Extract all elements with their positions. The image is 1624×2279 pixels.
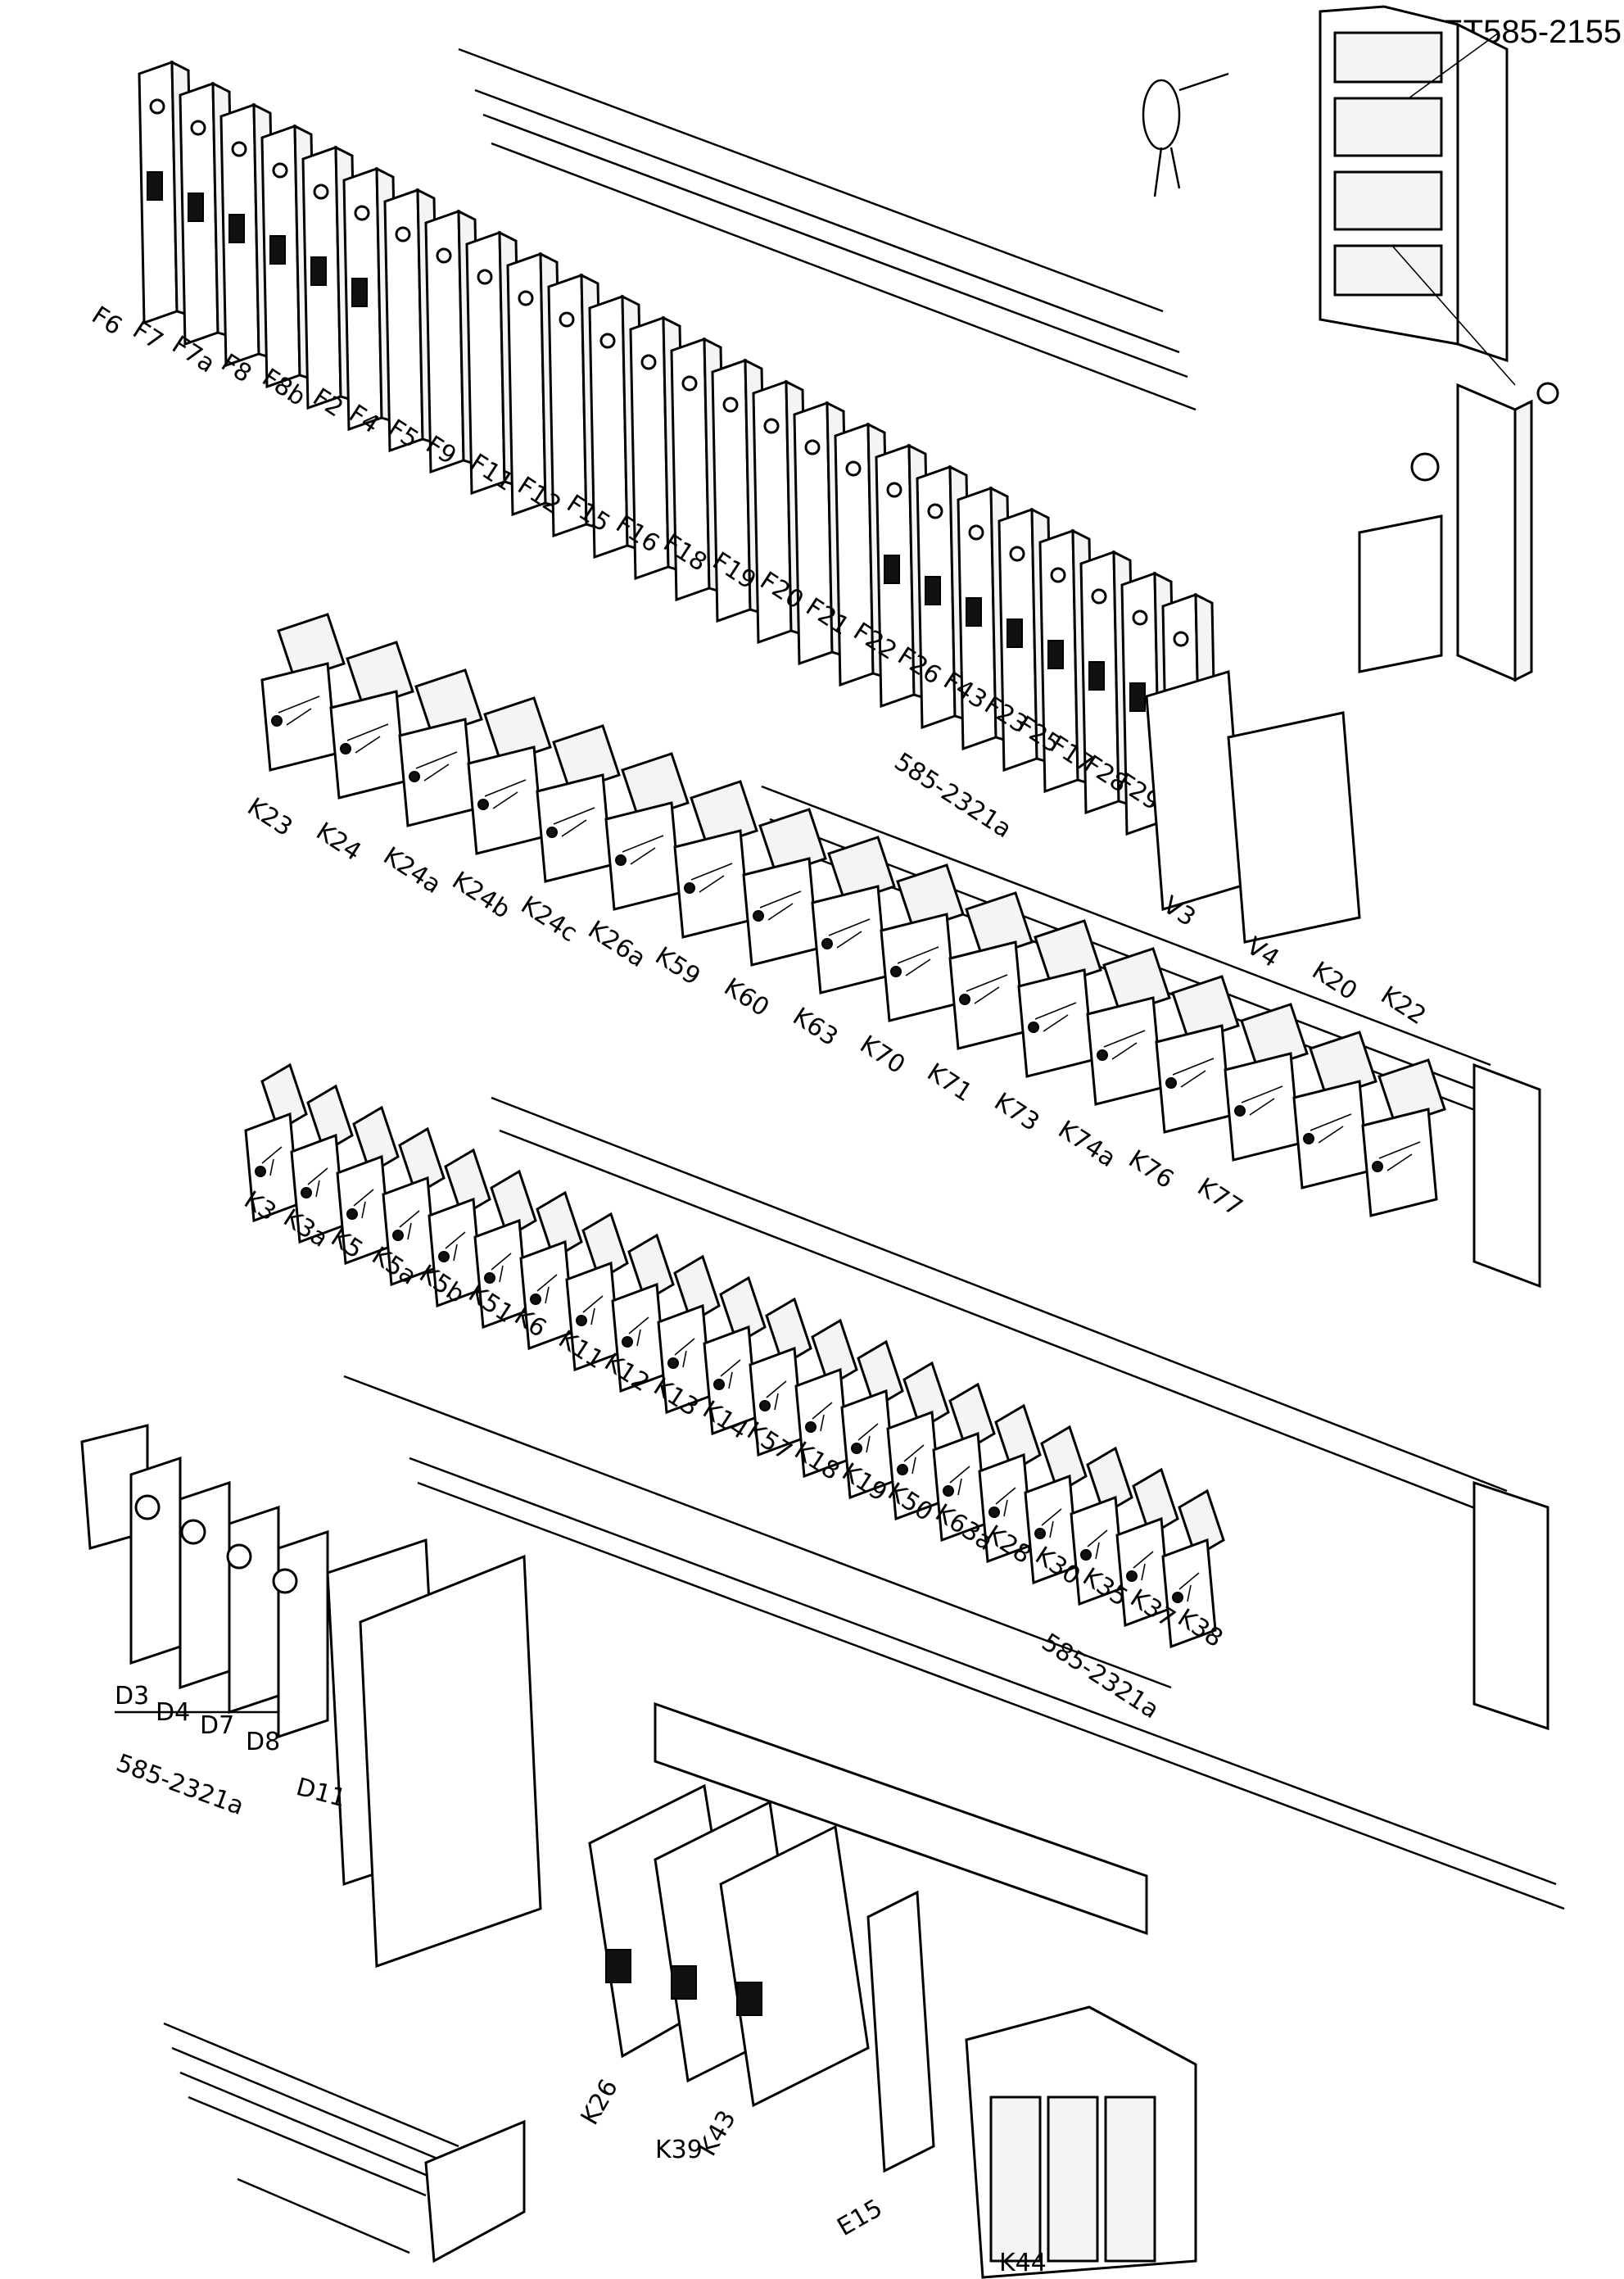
relay-row-2-part-number: 585-2321a <box>1037 1628 1165 1724</box>
relay-module <box>657 1254 721 1415</box>
relay-module <box>1086 947 1171 1106</box>
label-K26a: K26a <box>583 915 651 973</box>
relay-module <box>1155 975 1240 1134</box>
loose-rails <box>163 2022 526 2263</box>
channel-bracket <box>1358 382 1559 682</box>
contactors: K26 K39 K43 E15 K44 <box>576 1783 1197 2279</box>
relay-module <box>703 1275 767 1436</box>
relay-module <box>1070 1446 1133 1606</box>
label-K24c: K24c <box>516 890 582 948</box>
fuse-row <box>138 60 1219 858</box>
relay-module <box>1292 1031 1377 1189</box>
label-K26: K26 <box>576 2074 624 2130</box>
label-K73: K73 <box>989 1087 1045 1137</box>
label-F7a: F7a <box>167 330 220 378</box>
relay-module <box>611 1233 675 1393</box>
label-K70: K70 <box>855 1030 911 1080</box>
label-K39: K39 <box>655 2136 703 2164</box>
relay-module <box>519 1190 583 1351</box>
relay-module <box>244 1062 308 1223</box>
label-K77: K77 <box>1192 1172 1248 1222</box>
relay-module <box>1361 1058 1446 1217</box>
label-D7: D7 <box>200 1711 234 1740</box>
relay-row-2 <box>244 1062 1225 1649</box>
diode-modules: D3 D4 D7 D8 D11 585-2321a <box>80 1424 542 1969</box>
terminal-blocks: V3 V4 <box>1145 670 1361 973</box>
label-K60: K60 <box>719 972 775 1022</box>
label-K76: K76 <box>1124 1144 1179 1194</box>
label-K24b: K24b <box>447 866 516 924</box>
diode-part-number: 585-2321a <box>112 1749 247 1822</box>
relay-module <box>467 696 552 855</box>
key-ring-icon <box>1142 72 1229 197</box>
relay-module <box>673 780 758 939</box>
relay-module <box>329 641 414 800</box>
label-K23: K23 <box>242 792 298 842</box>
label-D8: D8 <box>246 1728 280 1756</box>
relay-module <box>290 1084 354 1244</box>
label-K44: K44 <box>999 2249 1047 2277</box>
label-K24a: K24a <box>378 841 446 899</box>
relay-module <box>398 668 483 827</box>
relay-module <box>1024 1425 1088 1585</box>
relay-module <box>336 1105 400 1266</box>
label-K74a: K74a <box>1053 1115 1121 1173</box>
relay-module <box>1161 1488 1225 1649</box>
label-K63: K63 <box>788 1002 844 1052</box>
label-E15: E15 <box>833 2194 888 2242</box>
relay-module <box>1224 1003 1309 1162</box>
label-K59: K59 <box>650 941 706 991</box>
cabinet-overview <box>1319 5 1516 386</box>
relay-module <box>742 808 827 967</box>
relay-module <box>978 1403 1042 1564</box>
relay-module <box>427 1148 491 1308</box>
fuse-part-number: 585-2321a <box>889 747 1017 844</box>
label-K71: K71 <box>922 1058 978 1108</box>
relay-module <box>604 752 690 911</box>
relay-module <box>565 1212 629 1372</box>
fuse-module <box>875 443 932 709</box>
label-D3: D3 <box>115 1682 149 1710</box>
relay-row-1 <box>260 613 1446 1217</box>
relay-module <box>1017 919 1102 1078</box>
label-K24: K24 <box>311 817 367 867</box>
relay-module <box>1115 1467 1179 1628</box>
relay-module <box>811 836 896 995</box>
relay-module <box>749 1297 812 1457</box>
relay-module <box>932 1382 996 1543</box>
label-F7: F7 <box>128 315 169 356</box>
relay-module <box>260 613 346 772</box>
relay-module <box>840 1339 904 1500</box>
relay-module <box>886 1361 950 1521</box>
relay-module <box>794 1318 858 1479</box>
relay-module <box>536 724 621 883</box>
relay-module <box>948 891 1034 1050</box>
label-F6: F6 <box>87 301 128 341</box>
